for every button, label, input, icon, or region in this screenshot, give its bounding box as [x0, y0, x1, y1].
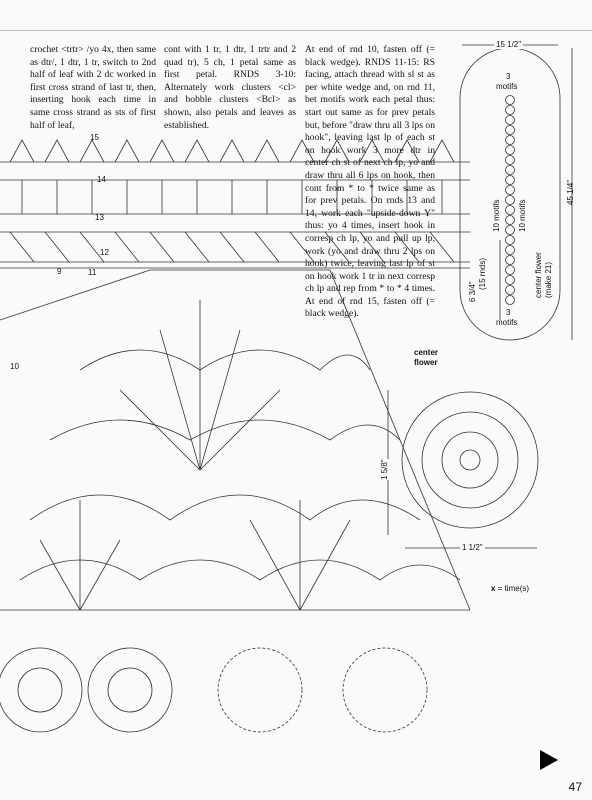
schematic-end-width: 6 3/4" — [468, 281, 477, 302]
instructions-column-2: cont with 1 tr, 1 dtr, 1 trtr and 2 quad… — [164, 44, 296, 132]
fan-mark — [184, 139, 210, 163]
stitch-mark — [114, 180, 140, 263]
schematic-end-rnds: (15 rnds) — [478, 257, 487, 290]
schematic-top-motifs: motifs — [496, 82, 518, 91]
motif-circle — [505, 215, 515, 225]
round-label-10: 10 — [10, 362, 19, 371]
fan-mark — [44, 139, 70, 163]
center-flower-title-2: flower — [414, 358, 438, 367]
motif-circle — [505, 125, 515, 135]
stitch-mark — [429, 180, 455, 263]
next-page-arrow-icon — [540, 750, 558, 770]
stitch-mark — [79, 180, 105, 263]
fan-mark — [324, 139, 350, 163]
instructions-text-2: cont with 1 tr, 1 dtr, 1 trtr and 2 quad… — [164, 44, 296, 131]
fan-mark — [114, 139, 140, 163]
motif-circle — [505, 175, 515, 185]
fan-mark — [9, 139, 35, 163]
motif-circle — [505, 185, 515, 195]
center-flower-height: 1 5/8" — [380, 459, 389, 480]
stitch-mark — [394, 180, 420, 263]
motif-circle — [505, 115, 515, 125]
motif-circle — [505, 95, 515, 105]
stitch-mark — [289, 180, 315, 263]
schematic-make-21: (make 21) — [544, 261, 553, 298]
motif-circle — [505, 295, 515, 305]
fan-mark — [149, 139, 175, 163]
schematic-bottom-count: 3 — [506, 308, 511, 317]
schematic-side-right: 10 motifs — [518, 199, 527, 232]
fan-mark — [429, 139, 455, 163]
schematic-height: 45 1/4" — [566, 179, 575, 205]
motif-circle — [505, 155, 515, 165]
round-label-15: 15 — [90, 133, 99, 142]
stitch-mark — [254, 180, 280, 263]
instructions-text-1: crochet <trtr> /yo 4x, then same as dtr/… — [30, 44, 156, 131]
stitch-mark — [9, 180, 35, 263]
legend: x = time(s) — [491, 584, 529, 593]
motif-circle — [505, 195, 515, 205]
fan-mark — [359, 139, 385, 163]
round-label-11: 11 — [88, 268, 97, 277]
center-flower-width: 1 1/2" — [460, 543, 485, 552]
legend-symbol: x — [491, 584, 496, 593]
motif-circle — [505, 265, 515, 275]
schematic-side-left: 10 motifs — [492, 199, 501, 232]
instructions-text-3: At end of rnd 10, fasten off (= black we… — [305, 44, 435, 320]
stitch-mark — [359, 180, 385, 263]
instructions-column-1: crochet <trtr> /yo 4x, then same as dtr/… — [30, 44, 156, 132]
motif-circle — [505, 225, 515, 235]
stitch-mark — [219, 180, 245, 263]
stitch-mark — [184, 180, 210, 263]
motif-circle — [505, 235, 515, 245]
schematic-bottom-motifs: motifs — [496, 318, 518, 327]
motif-circle — [505, 275, 515, 285]
round-label-14: 14 — [97, 175, 106, 184]
round-label-13: 13 — [95, 213, 104, 222]
legend-text: = time(s) — [497, 584, 530, 593]
fan-mark — [254, 139, 280, 163]
round-label-9: 9 — [57, 267, 62, 276]
motif-circle — [505, 105, 515, 115]
stitch-mark — [149, 180, 175, 263]
motif-circle — [505, 145, 515, 155]
fan-mark — [394, 139, 420, 163]
top-rule — [0, 30, 592, 31]
instructions-column-3: At end of rnd 10, fasten off (= black we… — [305, 44, 435, 321]
motif-circle — [505, 245, 515, 255]
stitch-mark — [44, 180, 70, 263]
round-label-12: 12 — [100, 248, 109, 257]
fan-mark — [289, 139, 315, 163]
page-number: 47 — [568, 780, 582, 794]
fan-mark — [219, 139, 245, 163]
motif-circle — [505, 135, 515, 145]
motif-circle — [505, 285, 515, 295]
stitch-mark — [324, 180, 350, 263]
center-flower-title-1: center — [414, 348, 439, 357]
schematic-top-count: 3 — [506, 72, 511, 81]
schematic-width: 15 1/2" — [494, 40, 524, 49]
fan-mark — [79, 139, 105, 163]
schematic-center-flower: center flower — [534, 252, 543, 298]
motif-circle — [505, 255, 515, 265]
motif-circle — [505, 205, 515, 215]
motif-circle — [505, 165, 515, 175]
